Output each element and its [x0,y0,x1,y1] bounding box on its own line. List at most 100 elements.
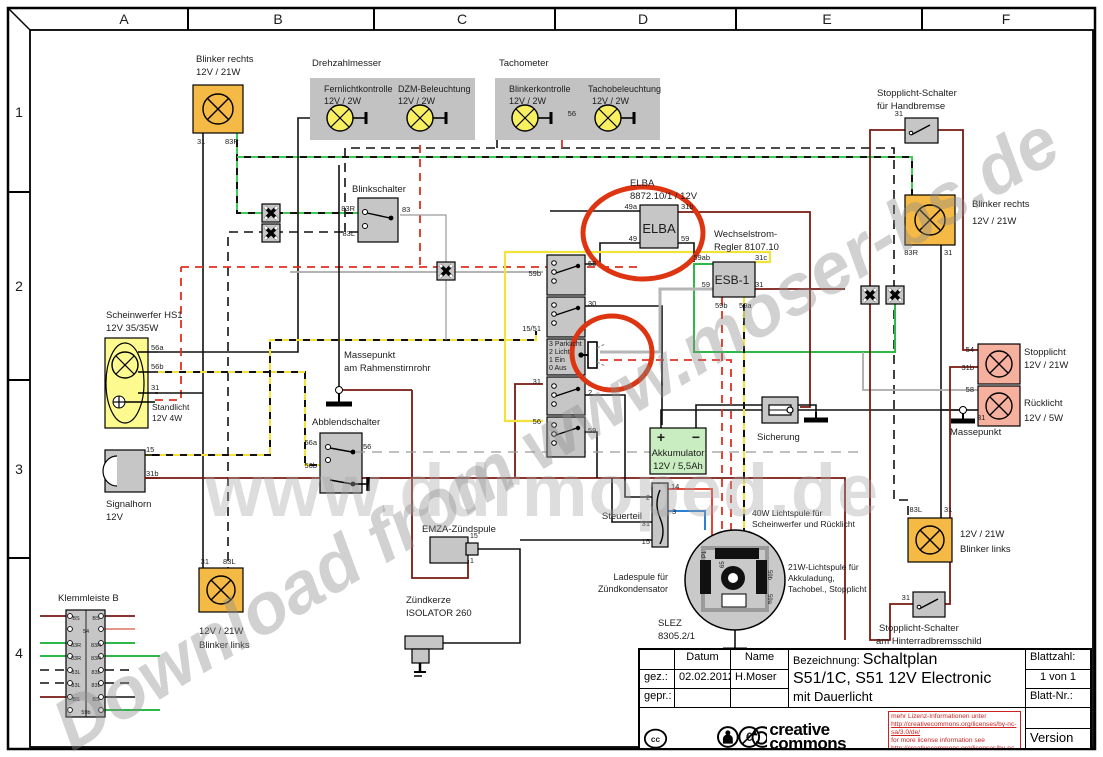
diagram-label: 54 [966,345,974,354]
tachometer-panel [495,78,660,140]
scheinwerfer-symbol [104,337,158,429]
diagram-label: 59a [739,301,752,310]
diagram-label: 83L [71,683,80,689]
gez-datum: 02.02.2012 [674,669,730,688]
diagram-label: SLEZ [658,618,682,629]
cc-by-icon [717,726,739,748]
diagram-label: ELBA [642,221,676,236]
steuerteil-symbol [651,482,669,548]
blinker-rechts-rear-symbol [904,194,956,246]
diagram-label: 83L [91,670,100,676]
diagram-label: Rücklicht [1024,398,1063,409]
diagram-label: Blinker links [960,544,1011,555]
zuendlichtschalter-symbol [546,254,606,458]
diagram-label: 31b [681,202,694,211]
blinker-links-rear-symbol [907,517,953,563]
signalhorn-symbol [102,449,160,493]
title-col-datum: Datum [674,650,730,669]
diagram-label: am Hinterradbremsschild [876,636,982,647]
diagram-label: 59b [715,301,728,310]
grid-col-c: C [457,11,467,27]
diagram-label: für Handbremse [877,101,945,112]
diagram-label: 31c [755,253,767,262]
diagram-label: 31 [642,519,650,528]
diagram-label: Akkuladung, [788,573,835,583]
diagram-label: 31 [895,109,903,118]
diagram-label: 59a [766,594,772,605]
grid-letters: A B C D E F 1 2 3 4 [15,11,1010,661]
diagram-label: 49 [629,234,637,243]
diagram-label: Klemmleiste B [58,593,119,604]
diagram-label: Scheinwerfer und Rücklicht [752,519,856,529]
blinker-links-front-symbol [198,567,244,613]
diagram-label: 31 [902,593,910,602]
diagram-label: + [657,429,665,445]
diagram-label: Blinkerkontrolle [509,84,571,94]
license-link-de[interactable]: http://creativecommons.org/licenses/by-n… [891,721,1017,736]
blattzahl-value: 1 von 1 [1025,669,1090,688]
diagram-label: 12V / 21W [960,529,1004,540]
creative-commons-logos: cc € [644,726,768,748]
elba-symbol [639,204,679,249]
diagram-label: 31 [977,413,985,422]
grid-col-b: B [273,11,282,27]
title-col-name: Name [730,650,788,669]
esb1-symbol [712,261,756,298]
doc-title: Schaltplan [862,651,938,668]
diagram-label: Akkumulator [652,448,705,459]
stopplicht-schalter-handbremse-symbol [904,117,939,144]
grid-col-a: A [119,11,129,27]
diagram-label: 83R [71,643,81,649]
diagram-label: − [692,429,700,445]
drehzahlmesser-panel [310,78,475,140]
ruecklicht-symbol [977,385,1021,427]
diagram-label: 12V 4W [152,413,182,423]
diagram-label: Regler 8107.10 [714,242,779,253]
diagram-label: Abblendschalter [312,417,380,428]
diagram-label: 0 Aus [549,365,567,372]
stopplicht-schalter-hinterrad-symbol [912,591,946,618]
diagram-label: ESB-1 [715,273,750,287]
diagram-label: 59b [528,269,541,278]
annotation-circle-elba [580,184,706,282]
license-link-en[interactable]: http://creativecommons.org/licenses/by-n… [891,745,1018,748]
license-line: for more license information see [891,737,985,744]
diagram-label: 49a [624,202,637,211]
diagram-label: 3 [672,507,676,516]
diagram-label: 59b [766,570,772,581]
diagram-label: 31b [146,469,159,478]
diagram-label: 12V 35/35W [106,323,158,334]
diagram-label: 12V / 2W [324,96,362,106]
ignition-key-icon [578,341,606,369]
diagram-label: 83R [71,656,81,662]
diagram-label: 83L [223,557,236,566]
diagram-label: Fernlichtkontrolle [324,84,393,94]
grid-row-3: 3 [15,461,23,477]
diagram-label: Scheinwerfer HS1 [106,310,183,321]
diagram-label: 2 [588,388,592,397]
cc-wordmark: creative commons [769,720,847,748]
diagram-label: 1 [470,558,474,565]
diagram-label: Sicherung [757,432,800,443]
diagram-label: BS [92,616,100,622]
diagram-label: Stopplicht [1024,347,1066,358]
diagram-label: Stopplicht-Schalter [879,623,959,634]
slez-generator-symbol [684,529,786,653]
akkumulator-symbol [649,427,707,475]
diagram-label: 83 [402,205,410,214]
abblendschalter-symbol [319,432,862,494]
diagram-label: 15 [146,445,154,454]
diagram-label: 83L [71,670,80,676]
blattzahl-label: Blattzahl: [1025,650,1090,669]
grid-col-e: E [822,11,831,27]
diagram-label: 21W-Lichtspule für [788,562,859,572]
diagram-label: 31 [944,505,952,514]
diagram-label: Signalhorn [106,499,151,510]
diagram-label: 31 [151,383,159,392]
cc-nc-icon [738,726,761,748]
diagram-label: 15 [470,533,478,540]
diagram-label: 12V / 21W [1024,360,1068,371]
doc-subtitle: S51/1C, S51 12V Electronic [788,669,1025,688]
